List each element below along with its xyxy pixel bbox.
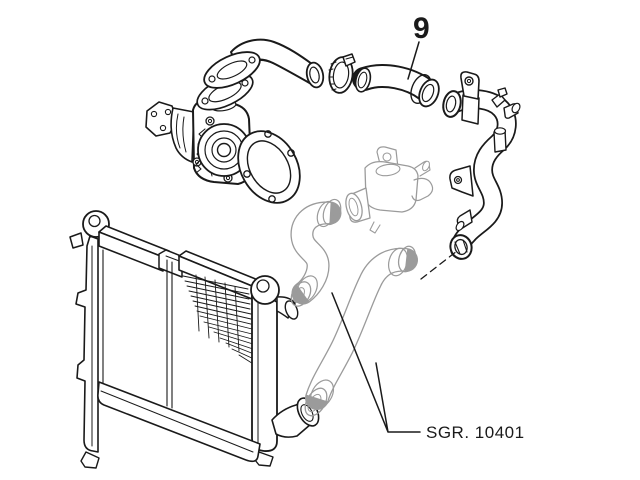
callout-9-label[interactable]: 9 bbox=[413, 12, 430, 45]
sgr-reference[interactable]: SGR. 10401 bbox=[331, 292, 525, 442]
sgr-leader-lines bbox=[331, 292, 421, 433]
water-pump bbox=[145, 98, 252, 185]
coolant-hose-9 bbox=[352, 64, 440, 108]
radiator bbox=[69, 210, 320, 469]
hose-clamp bbox=[328, 53, 356, 94]
pump-cover-gasket bbox=[237, 130, 301, 204]
callout-9-leader-line bbox=[407, 41, 420, 80]
outlet-pipe-flange bbox=[203, 38, 325, 89]
rigid-coolant-pipe bbox=[442, 71, 521, 260]
lower-radiator-hose bbox=[304, 245, 418, 417]
sgr-reference-label[interactable]: SGR. 10401 bbox=[426, 423, 525, 442]
dashed-connector-line bbox=[420, 250, 458, 280]
upper-radiator-hose bbox=[290, 198, 342, 307]
thermostat-housing bbox=[345, 146, 434, 234]
callout-9[interactable]: 9 bbox=[407, 12, 430, 80]
